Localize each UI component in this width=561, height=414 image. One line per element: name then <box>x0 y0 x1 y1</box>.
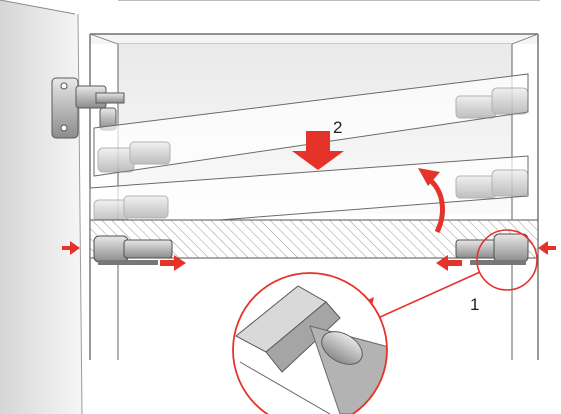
callout-label-1: 1 <box>470 295 479 314</box>
cabinet-door <box>0 0 83 414</box>
shelf-connector-icon <box>93 233 529 265</box>
shelf-connector-icon <box>93 87 529 223</box>
detail-magnifier-icon <box>232 272 388 414</box>
callout-label-2: 2 <box>333 118 342 137</box>
detail-callout <box>377 229 538 319</box>
rotate-arrow-icon <box>418 168 445 234</box>
shelf-final-position <box>89 219 539 259</box>
shelf-ghost-top <box>93 73 529 177</box>
shelf-ghost-middle <box>89 155 529 231</box>
hinge-icon <box>51 77 125 139</box>
